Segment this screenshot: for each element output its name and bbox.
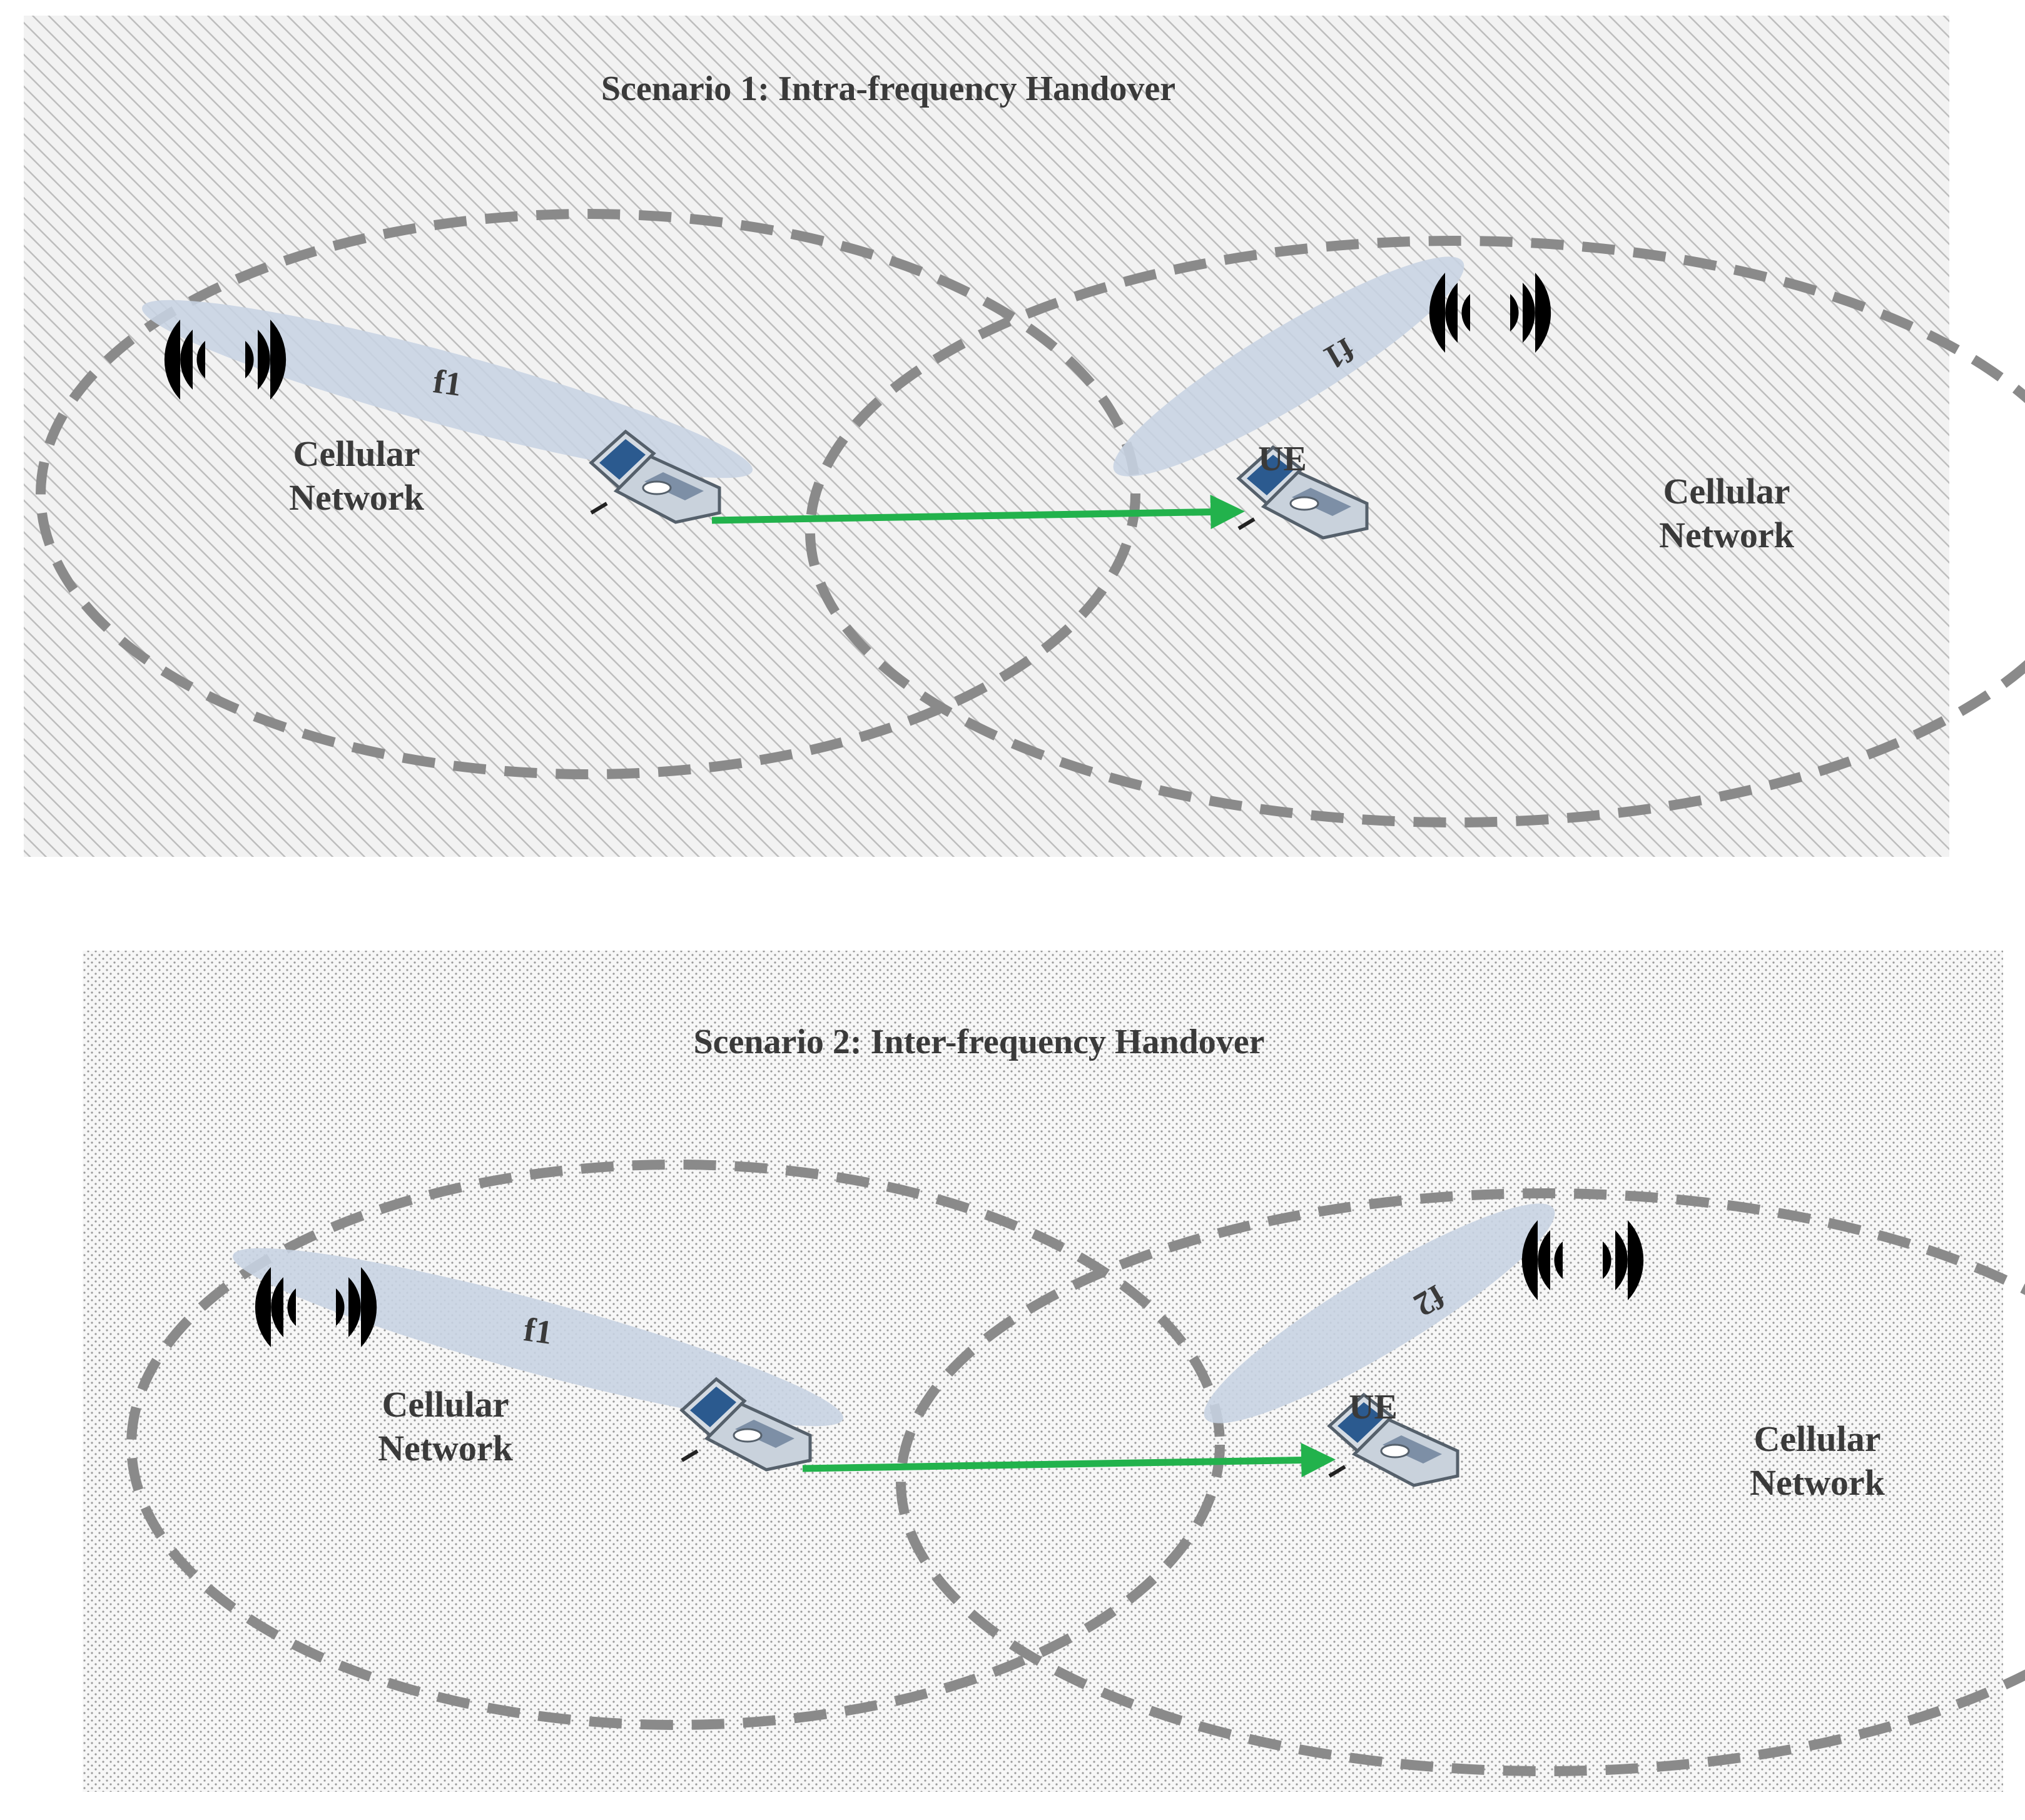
scenario-1-movement-arrow [711,495,1245,530]
scenario-2-left-beam [232,1248,844,1427]
scenario-1-left-beam-label: f1 [431,362,464,403]
scenario-2-title: Scenario 2: Inter-frequency Handover [694,1023,1265,1061]
scenario-2-panel: Scenario 2: Inter-frequency Handover f1 … [83,951,2025,1792]
scenario-1-right-beam [1113,256,1464,477]
scenario-1-panel: Scenario 1: Intra-frequency Handover f1 … [24,16,2025,857]
scenario-2-right-network-label-line1: Cellular [1754,1418,1881,1459]
scenario-2-movement-arrow [802,1443,1336,1478]
scenario-2-left-cell-boundary [126,1160,1225,1730]
scenario-1-left-network-label-line1: Cellular [293,433,420,474]
scenario-2-ue-label: UE [1349,1388,1398,1427]
scenario-1-right-cell-boundary [805,236,2025,827]
scenario-2-background [83,951,2003,1792]
scenario-2-left-network-label-line2: Network [378,1428,514,1469]
scenario-1-left-network-label-line2: Network [289,477,425,518]
scenario-2-left-network-label-line1: Cellular [382,1384,509,1425]
scenario-1-background [24,16,1949,857]
scenario-1-right-network-label-line2: Network [1659,515,1795,555]
scenario-1-left-beam [141,300,753,478]
scenario-1-left-cell-boundary [36,209,1140,779]
scenario-2-right-cell-boundary [896,1188,2025,1776]
scenario-1-title: Scenario 1: Intra-frequency Handover [601,69,1175,108]
scenario-2-right-network-label-line2: Network [1750,1462,1885,1503]
scenario-1-ue-label: UE [1258,440,1307,478]
scenario-1-right-network-label-line1: Cellular [1663,471,1790,512]
scenario-2-right-beam [1204,1203,1555,1423]
scenario-2-left-beam-label: f1 [522,1310,555,1352]
